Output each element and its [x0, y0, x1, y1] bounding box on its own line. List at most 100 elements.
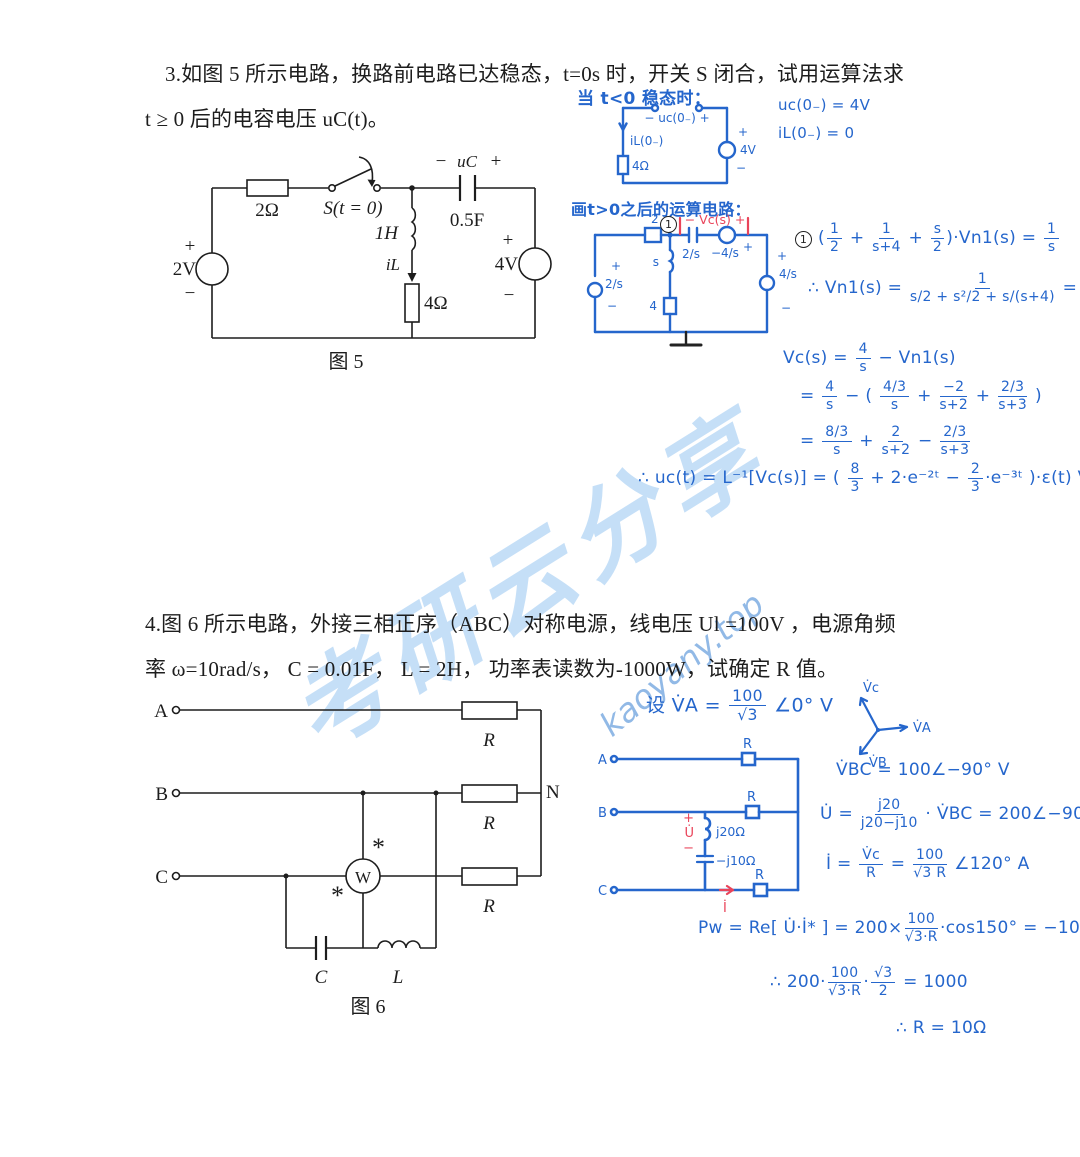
- phasor-va: V̇A: [913, 721, 931, 736]
- phase-c-label: C: [155, 867, 168, 888]
- sketch3-u-minus: −: [683, 841, 694, 856]
- switch-arrowhead: [367, 179, 376, 187]
- sketch-three-phase: A B C R R R j20Ω −j10Ω + U̇ − İ: [598, 737, 800, 916]
- sketch1-src-minus: −: [736, 161, 746, 175]
- switch-blade: [334, 168, 372, 187]
- node-dot: [409, 185, 415, 191]
- note-steady-title: 当 t<0 稳态时：: [577, 89, 712, 109]
- sketch3-r2: R: [747, 790, 756, 805]
- switch-contact-left: [328, 183, 337, 192]
- src4v-label: 4V: [495, 254, 519, 275]
- sketch2-resistor-4: [662, 296, 678, 316]
- sketch1-labels: − uc(0₋) + iL(0₋) 4Ω + 4V −: [630, 111, 757, 175]
- sketch3-r1: R: [743, 737, 752, 752]
- sketch2-srctop-plus: +: [743, 240, 753, 254]
- phasor-labels: V̇c V̇A V̇B: [863, 681, 931, 771]
- phase-a-label: A: [154, 701, 168, 722]
- sketch2-r4-label: 4: [649, 299, 657, 313]
- note-uc0-eq: uc(0₋) = 4V: [778, 96, 871, 114]
- sketch3-c-value: −j10Ω: [716, 853, 756, 868]
- cap-value: 0.5F: [450, 210, 484, 231]
- sketch2-srcleft-value: 2/s: [605, 277, 623, 291]
- sketch3-labels: A B C R R R j20Ω −j10Ω + U̇ − İ: [598, 737, 764, 916]
- resistor-4ohm: [404, 283, 420, 323]
- switch-contact-right: [373, 183, 382, 192]
- figure5-circuit: 2Ω S(t = 0) − uC + 0.5F 1H iL 4Ω + 2V − …: [173, 151, 552, 373]
- sketch2-vcs-red-label: − Vc(s) +: [685, 212, 746, 227]
- sketch2-ind-label: s: [653, 255, 659, 269]
- sketch1-wires: [616, 103, 737, 185]
- resistor-2ohm-label: 2Ω: [255, 200, 279, 221]
- sketch3-i-label: İ: [723, 900, 727, 916]
- resistor-4ohm-label: 4Ω: [424, 293, 448, 314]
- note-assume-va: 设 V̇A = 100√3 ∠0° V: [646, 687, 834, 725]
- sketch1-src-plus: +: [738, 125, 748, 139]
- resistor-a: [461, 701, 518, 720]
- sketch3-resistor-c: [752, 882, 769, 898]
- resistor-a-label: R: [482, 730, 495, 751]
- wattmeter-label: W: [355, 868, 372, 887]
- src2v-plus: +: [185, 236, 196, 257]
- sketch2-srctop-minus: −: [711, 246, 721, 260]
- wattmeter-star-voltage: *: [372, 833, 385, 862]
- problem4-text-line1: 4.图 6 所示电路，外接三相正序（ABC）对称电源，线电压 Ul =100V …: [145, 612, 896, 636]
- il-arrowhead: [407, 273, 417, 282]
- sketch3-a: A: [598, 753, 607, 768]
- switch-arrow: [358, 156, 374, 184]
- sketch2-red-marks: [678, 216, 750, 236]
- sketch3-c: C: [598, 884, 607, 899]
- cap-uc-label: uC: [457, 152, 478, 171]
- note-eq-vn1: ∴ Vn1(s) = 1s/2 + s²/2 + s/(s+4) = 2(s+4…: [808, 271, 1078, 305]
- source-4v: [518, 247, 552, 281]
- sketch3-resistor-b: [744, 804, 761, 820]
- sketch1-source: [717, 140, 737, 160]
- resistor-c: [461, 867, 518, 886]
- sketch1-resistor: [616, 154, 630, 176]
- figure5-caption: 图 5: [329, 351, 364, 373]
- src2v-minus: −: [185, 283, 196, 304]
- sketch1-il0: iL(0₋): [630, 134, 663, 148]
- sketch2-source-top: [717, 225, 737, 245]
- wattmeter-star-current: *: [331, 881, 344, 910]
- figure5-markers: [367, 179, 417, 282]
- phasor-arrows: [858, 696, 909, 756]
- ind-label: L: [392, 967, 404, 988]
- figure6-labels: A B C N R R R W * * C L 图 6: [154, 701, 560, 1018]
- sketch3-inductor: [703, 816, 712, 842]
- note-eq-pw: Pw = Re[ U̇·İ* ] = 200×100√3·R·cos150° =…: [698, 911, 1080, 945]
- sketch-steady-circuit: − uc(0₋) + iL(0₋) 4Ω + 4V −: [616, 103, 757, 185]
- sketch2-inductor-s: [667, 248, 675, 274]
- sketch2-source-right: [758, 274, 776, 292]
- cap-label: C: [315, 967, 328, 988]
- resistor-2ohm: [246, 179, 289, 197]
- sketch2-node-1-badge: 1: [660, 216, 677, 233]
- source-2v: [195, 252, 229, 286]
- sketch2-srcright-minus: −: [781, 301, 791, 315]
- terminal-b: [171, 788, 181, 798]
- sketch-operational-circuit: 2 − Vc(s) + 2/s − 4/s + s 4 + 2/s − + 4/…: [586, 212, 797, 347]
- problem3-text-line2: t ≥ 0 后的电容电压 uC(t)。: [145, 107, 389, 131]
- phasor-origin: [876, 728, 880, 732]
- figure6-wires: [171, 701, 542, 960]
- neutral-label: N: [546, 782, 560, 803]
- note-eq-r-result: ∴ R = 10Ω: [896, 1018, 987, 1038]
- sketch2-capacitor: [687, 226, 699, 244]
- sketch2-labels: 2 − Vc(s) + 2/s − 4/s + s 4 + 2/s − + 4/…: [605, 212, 797, 315]
- sketch3-u-label: U̇: [684, 826, 694, 841]
- problem3-text-line1: 3.如图 5 所示电路，换路前电路已达稳态，t=0s 时，开关 S 闭合，试用运…: [165, 62, 905, 86]
- cap-minus: −: [436, 151, 447, 172]
- src2v-label: 2V: [173, 259, 197, 280]
- phasor-vc: V̇c: [863, 681, 879, 696]
- sketch2-resistor-2: [643, 226, 663, 244]
- sketch2-cap-value: 2/s: [682, 247, 700, 261]
- sketch2-wires: [586, 225, 776, 347]
- figure5-labels: 2Ω S(t = 0) − uC + 0.5F 1H iL 4Ω + 2V − …: [173, 151, 519, 373]
- sketch1-uc0: − uc(0₋) +: [644, 111, 709, 125]
- sketch3-r3: R: [755, 868, 764, 883]
- sketch1-il-arrow: [618, 122, 628, 132]
